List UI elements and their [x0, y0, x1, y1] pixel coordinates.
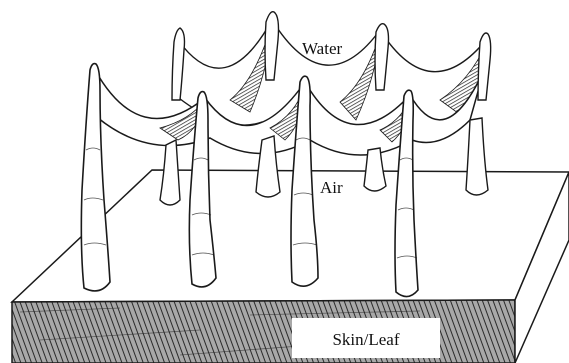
pillar-back-3: [364, 148, 386, 191]
label-water: Water: [302, 39, 342, 58]
pillar-top-4: [478, 33, 491, 100]
pillar-back-4: [466, 118, 488, 195]
water-film: [95, 20, 486, 155]
pillar-back-1: [160, 140, 180, 205]
label-air: Air: [320, 178, 343, 197]
label-substrate: Skin/Leaf: [332, 330, 399, 349]
